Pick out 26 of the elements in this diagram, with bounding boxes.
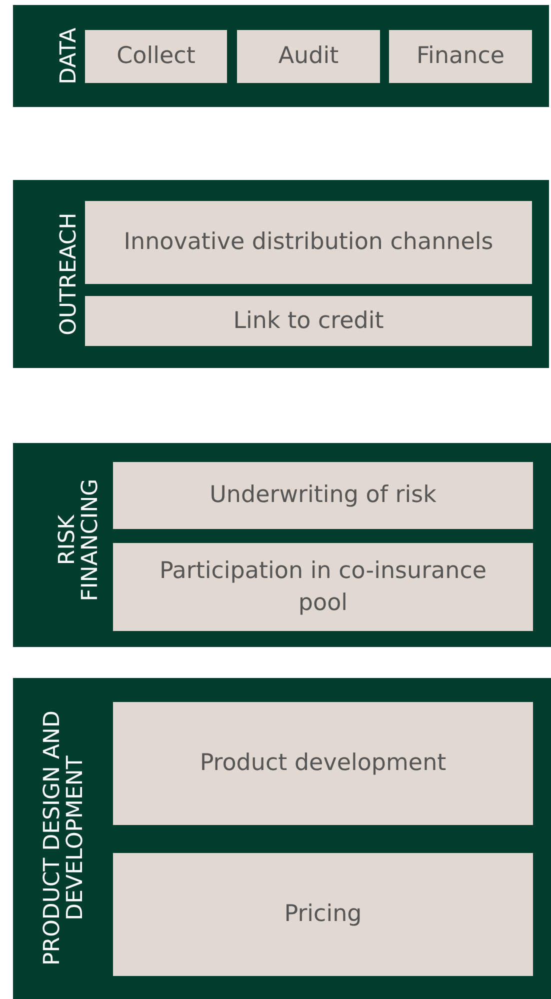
category-panel: [13, 443, 551, 647]
category-heading: OUTREACH: [57, 212, 81, 338]
activity-box: [85, 296, 532, 346]
activity-box: [85, 201, 532, 284]
activity-label: Collect: [116, 42, 196, 72]
activity-label: Innovative distribution channels: [124, 228, 494, 258]
category-panel: [13, 180, 549, 368]
activity-box: [113, 702, 533, 825]
category-heading: PRODUCT DESIGN AND DEVELOPMENT: [40, 710, 88, 968]
activity-box: [113, 853, 533, 976]
activity-label: Link to credit: [233, 306, 384, 336]
category-panel: [13, 678, 551, 999]
activity-box: [113, 543, 533, 631]
activity-label: Product development: [200, 749, 446, 778]
activity-box: [113, 462, 533, 529]
activity-box: [85, 30, 227, 83]
activity-box: [237, 30, 380, 83]
activity-label: Pricing: [284, 900, 362, 930]
activity-label: Underwriting of risk: [210, 481, 436, 510]
activity-label: Participation in co-insurance pool: [158, 556, 488, 618]
activity-label: Finance: [416, 42, 504, 72]
category-panel: [13, 5, 549, 107]
activity-label: Audit: [278, 42, 339, 72]
category-heading: RISK FINANCING: [56, 478, 102, 604]
category-heading: DATA: [57, 26, 81, 86]
activity-box: [389, 30, 532, 83]
